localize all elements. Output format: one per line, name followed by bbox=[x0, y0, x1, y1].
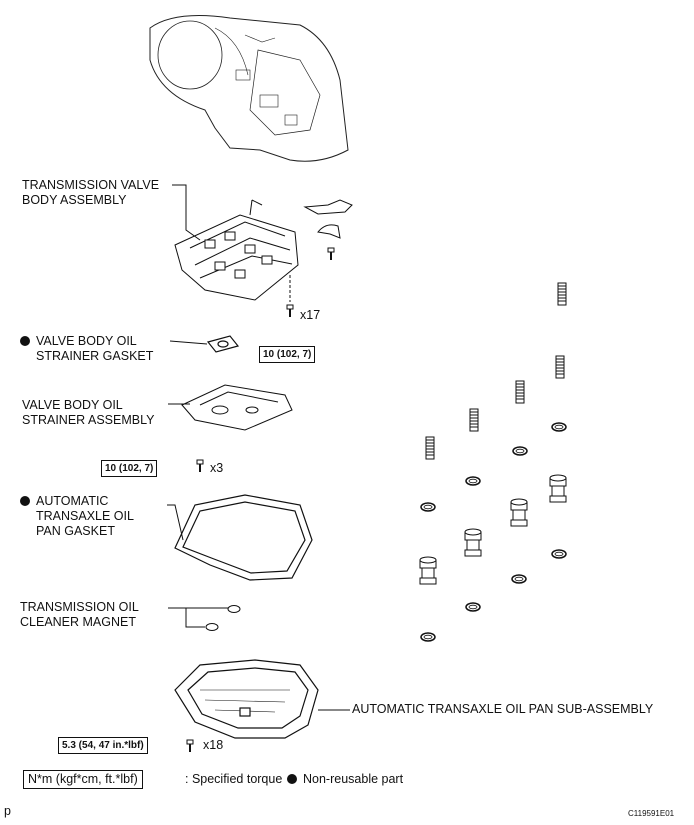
label-strainer-gasket: VALVE BODY OIL STRAINER GASKET bbox=[20, 334, 153, 364]
detent-spring-parts bbox=[303, 199, 353, 239]
spring-1 bbox=[557, 282, 567, 306]
plug-3 bbox=[464, 528, 482, 557]
strainer-assembly-part bbox=[181, 384, 293, 431]
oring-3 bbox=[465, 476, 481, 486]
count-strainer-bolts: x3 bbox=[210, 461, 224, 475]
spring-2 bbox=[555, 355, 565, 379]
count-pan-bolts: x18 bbox=[203, 738, 224, 752]
transaxle-case bbox=[149, 15, 349, 162]
legend-torque-text: : Specified torque bbox=[185, 772, 283, 786]
torque-valve-body-bolts: 10 (102, 7) bbox=[259, 346, 316, 363]
label-valve-body-assembly: TRANSMISSION VALVE BODY ASSEMBLY bbox=[22, 178, 160, 207]
oil-pan-part bbox=[174, 659, 319, 739]
cleaner-magnet-part bbox=[205, 605, 241, 631]
label-cleaner-magnet: TRANSMISSION OIL CLEANER MAGNET bbox=[20, 600, 139, 629]
footer-mark: p bbox=[4, 804, 11, 818]
count-valve-body-bolts: x17 bbox=[300, 308, 321, 322]
plug-2 bbox=[510, 498, 528, 527]
legend-non-reusable: Non-reusable part bbox=[287, 772, 403, 787]
non-reusable-marker-icon bbox=[20, 496, 30, 506]
torque-pan-bolts: 5.3 (54, 47 in.*lbf) bbox=[58, 737, 148, 754]
bracket-bolt bbox=[327, 247, 335, 261]
spring-5 bbox=[425, 436, 435, 460]
strainer-gasket-part bbox=[206, 335, 240, 353]
plug-1 bbox=[549, 474, 567, 503]
label-pan-gasket: AUTOMATIC TRANSAXLE OIL PAN GASKET bbox=[20, 494, 134, 539]
oring-5 bbox=[551, 549, 567, 559]
legend-torque-unit: N*m (kgf*cm, ft.*lbf) bbox=[23, 770, 143, 789]
oring-6 bbox=[511, 574, 527, 584]
spring-3 bbox=[515, 380, 525, 404]
plug-4 bbox=[419, 556, 437, 585]
leader-lines bbox=[167, 184, 350, 711]
oring-2 bbox=[512, 446, 528, 456]
label-strainer-assembly: VALVE BODY OIL STRAINER ASSEMBLY bbox=[22, 398, 155, 427]
strainer-bolt bbox=[196, 459, 204, 473]
oil-pan-bolt bbox=[186, 739, 194, 753]
label-oil-pan: AUTOMATIC TRANSAXLE OIL PAN SUB-ASSEMBLY bbox=[352, 702, 654, 716]
non-reusable-marker-icon bbox=[20, 336, 30, 346]
oring-1 bbox=[551, 422, 567, 432]
figure-code: C119591E01 bbox=[628, 809, 675, 818]
oil-pan-gasket-part bbox=[174, 494, 313, 581]
valve-body-bolt bbox=[286, 304, 294, 318]
non-reusable-legend-icon bbox=[287, 774, 297, 784]
torque-strainer-bolts: 10 (102, 7) bbox=[101, 460, 158, 477]
oring-4 bbox=[420, 502, 436, 512]
valve-body-assembly bbox=[174, 199, 299, 301]
spring-4 bbox=[469, 408, 479, 432]
oring-8 bbox=[420, 632, 436, 642]
oring-7 bbox=[465, 602, 481, 612]
